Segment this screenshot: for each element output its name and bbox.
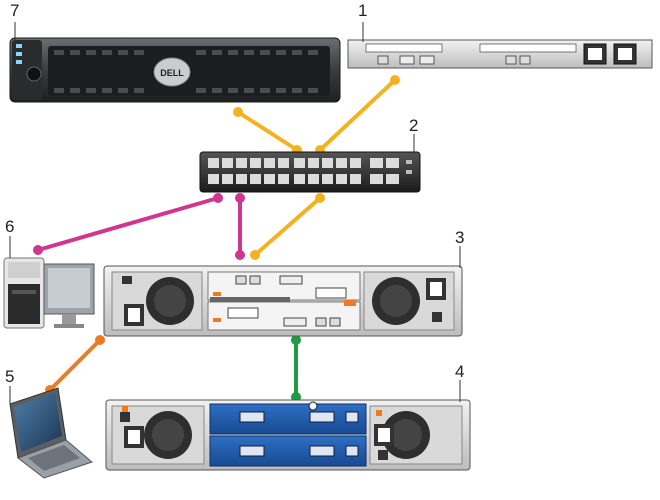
callout-7: 7 xyxy=(10,1,20,20)
callout-4: 4 xyxy=(455,362,465,381)
callout-6: 6 xyxy=(5,217,15,236)
server-icon: DELL xyxy=(9,37,341,103)
callout-2: 2 xyxy=(409,116,419,135)
cable-magenta-switch-to-workstation xyxy=(33,193,223,255)
network-switch-icon xyxy=(199,151,421,193)
callout-3: 3 xyxy=(455,228,465,247)
storage-array-icon xyxy=(103,265,463,337)
controller-icon xyxy=(347,39,653,69)
cable-magenta-switch-to-storage xyxy=(235,193,245,260)
callout-1: 1 xyxy=(358,1,368,20)
callout-5: 5 xyxy=(5,367,15,386)
server-logo: DELL xyxy=(160,68,184,78)
workstation-icon xyxy=(3,257,95,329)
cable-orange-storage-to-laptop xyxy=(45,335,105,395)
cable-yellow-server-to-switch xyxy=(233,107,302,155)
laptop-icon xyxy=(9,387,94,479)
cable-green-storage-to-expansion xyxy=(291,335,301,402)
expansion-enclosure-icon xyxy=(105,399,471,471)
callout-leaders xyxy=(9,22,461,404)
cable-yellow-switch-to-storage xyxy=(250,193,325,260)
